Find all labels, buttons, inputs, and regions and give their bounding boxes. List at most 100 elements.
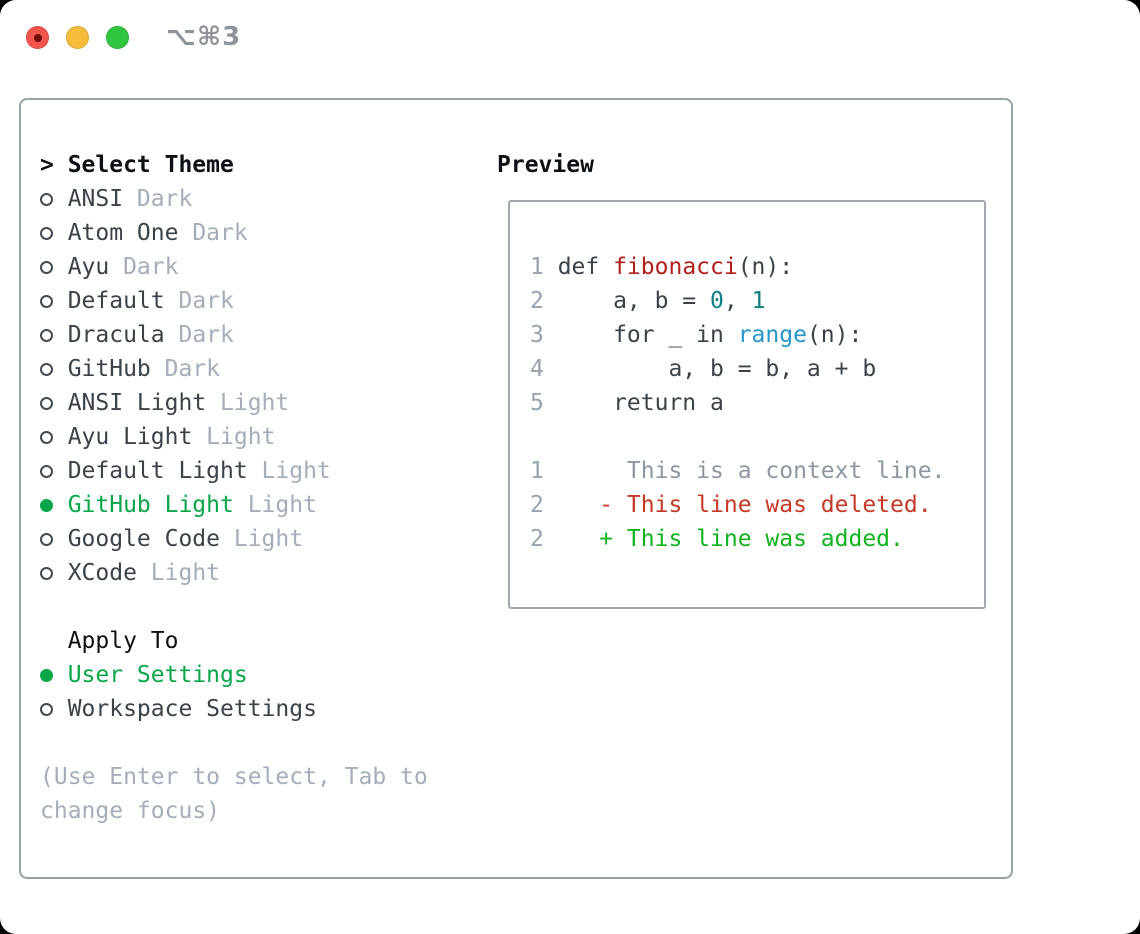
line-number: 1 (530, 254, 544, 280)
radio-icon (40, 294, 68, 308)
theme-picker-column: > Select Theme ANSI Dark Atom One Dark A… (40, 148, 470, 828)
theme-variant-tag: Light (233, 526, 304, 552)
radio-icon (40, 328, 68, 342)
code-segment-num: 1 (751, 288, 766, 314)
radio-icon (40, 260, 68, 274)
radio-selected-icon (40, 498, 68, 512)
theme-variant-tag: Dark (164, 356, 221, 382)
theme-name: Default Light (67, 458, 248, 484)
traffic-lights (26, 26, 129, 49)
radio-icon (40, 362, 68, 376)
theme-variant-tag: Dark (178, 322, 234, 348)
code-segment-code: return a (557, 390, 724, 416)
theme-option-row[interactable]: Default Light Light (40, 454, 470, 488)
line-number: 5 (530, 390, 544, 416)
theme-name: Google Code (67, 526, 221, 552)
preview-line: 5 return a (530, 386, 984, 420)
close-button-dot (33, 33, 42, 42)
theme-option-row[interactable]: Dracula Dark (40, 318, 470, 352)
preview-line: 2 + This line was added. (530, 522, 984, 556)
theme-name: Dracula (67, 322, 165, 348)
code-segment-code: a, b = b, a + b (557, 356, 877, 382)
theme-list: ANSI Dark Atom One Dark Ayu Dark Default… (40, 182, 470, 590)
apply-to-list: User Settings Workspace Settings (40, 658, 470, 726)
prompt-marker: > (40, 148, 68, 182)
line-content: a, b = b, a + b (557, 352, 877, 386)
theme-name: ANSI Light (67, 390, 207, 416)
theme-variant-tag: Light (220, 390, 290, 416)
theme-name: Default (67, 288, 165, 314)
theme-variant-tag: Dark (123, 254, 179, 280)
zoom-button[interactable] (106, 26, 129, 49)
theme-option-row[interactable]: Google Code Light (40, 522, 470, 556)
apply-option-row[interactable]: User Settings (40, 658, 470, 692)
code-segment-code: (n): (806, 322, 863, 348)
preview-line: 3 for _ in range(n): (530, 318, 984, 352)
window-title: ⌥⌘3 (166, 22, 242, 52)
code-segment-num: 0 (710, 288, 724, 314)
preview-box: 1 def fibonacci(n): 2 a, b = 0, 1 3 for … (508, 200, 986, 609)
radio-icon (40, 430, 68, 444)
theme-option-row[interactable]: Atom One Dark (40, 216, 470, 250)
line-content: return a (558, 386, 724, 420)
theme-variant-tag: Light (150, 560, 221, 586)
code-segment-builtin: range (737, 322, 807, 348)
line-content: for _ in range(n): (557, 318, 863, 352)
theme-option-row[interactable]: Default Dark (40, 284, 470, 318)
theme-option-row[interactable]: GitHub Dark (40, 352, 470, 386)
radio-icon (40, 396, 68, 410)
radio-icon (40, 464, 68, 478)
line-number: 4 (530, 356, 544, 382)
spacer (40, 590, 470, 624)
line-number: 2 (530, 492, 544, 518)
spacer (40, 726, 470, 760)
line-content: + This line was added. (558, 522, 904, 556)
theme-name: XCode (67, 560, 137, 586)
theme-variant-tag: Dark (178, 288, 234, 314)
theme-name: Ayu Light (67, 424, 193, 450)
theme-option-row[interactable]: GitHub Light Light (40, 488, 470, 522)
preview-line: 2 a, b = 0, 1 (530, 284, 984, 318)
line-content: This is a context line. (558, 454, 946, 488)
line-content: - This line was deleted. (557, 488, 932, 522)
preview-line (530, 420, 984, 454)
preview-line: 2 - This line was deleted. (530, 488, 984, 522)
code-segment-code: def (557, 254, 614, 280)
line-number: 1 (530, 458, 544, 484)
code-segment-add: + This line was added. (557, 526, 904, 552)
radio-selected-icon (40, 668, 68, 682)
close-button[interactable] (26, 26, 49, 49)
theme-option-row[interactable]: Ayu Light Light (40, 420, 470, 454)
apply-to-header-row: Apply To (40, 624, 470, 658)
line-number: 3 (530, 322, 544, 348)
apply-option-row[interactable]: Workspace Settings (40, 692, 470, 726)
apply-to-title: Apply To (67, 628, 179, 654)
theme-variant-tag: Dark (136, 186, 193, 212)
help-text: (Use Enter to select, Tab to change focu… (40, 764, 428, 824)
preview-line: 1 This is a context line. (530, 454, 984, 488)
line-number: 2 (530, 526, 544, 552)
theme-option-row[interactable]: ANSI Dark (40, 182, 470, 216)
code-segment-del: - This line was deleted. (557, 492, 932, 518)
titlebar: ⌥⌘3 (0, 0, 1140, 76)
line-content: a, b = 0, 1 (557, 284, 766, 318)
theme-variant-tag: Dark (192, 220, 248, 246)
select-theme-header-row: > Select Theme (40, 148, 470, 182)
theme-name: GitHub Light (67, 492, 234, 518)
apply-option-name: Workspace Settings (67, 696, 317, 722)
theme-option-row[interactable]: ANSI Light Light (40, 386, 470, 420)
code-segment-code: for _ in (557, 322, 738, 348)
theme-option-row[interactable]: XCode Light (40, 556, 470, 590)
minimize-button[interactable] (66, 26, 89, 49)
theme-name: Ayu (67, 254, 110, 280)
code-segment-code: (n): (737, 254, 794, 280)
code-segment-code: a, b = (557, 288, 711, 314)
preview-title: Preview (497, 152, 594, 178)
preview-line: 1 def fibonacci(n): (530, 250, 984, 284)
radio-icon (40, 566, 68, 580)
theme-option-row[interactable]: Ayu Dark (40, 250, 470, 284)
theme-variant-tag: Light (261, 458, 331, 484)
preview-line: 4 a, b = b, a + b (530, 352, 984, 386)
line-number (530, 420, 558, 454)
